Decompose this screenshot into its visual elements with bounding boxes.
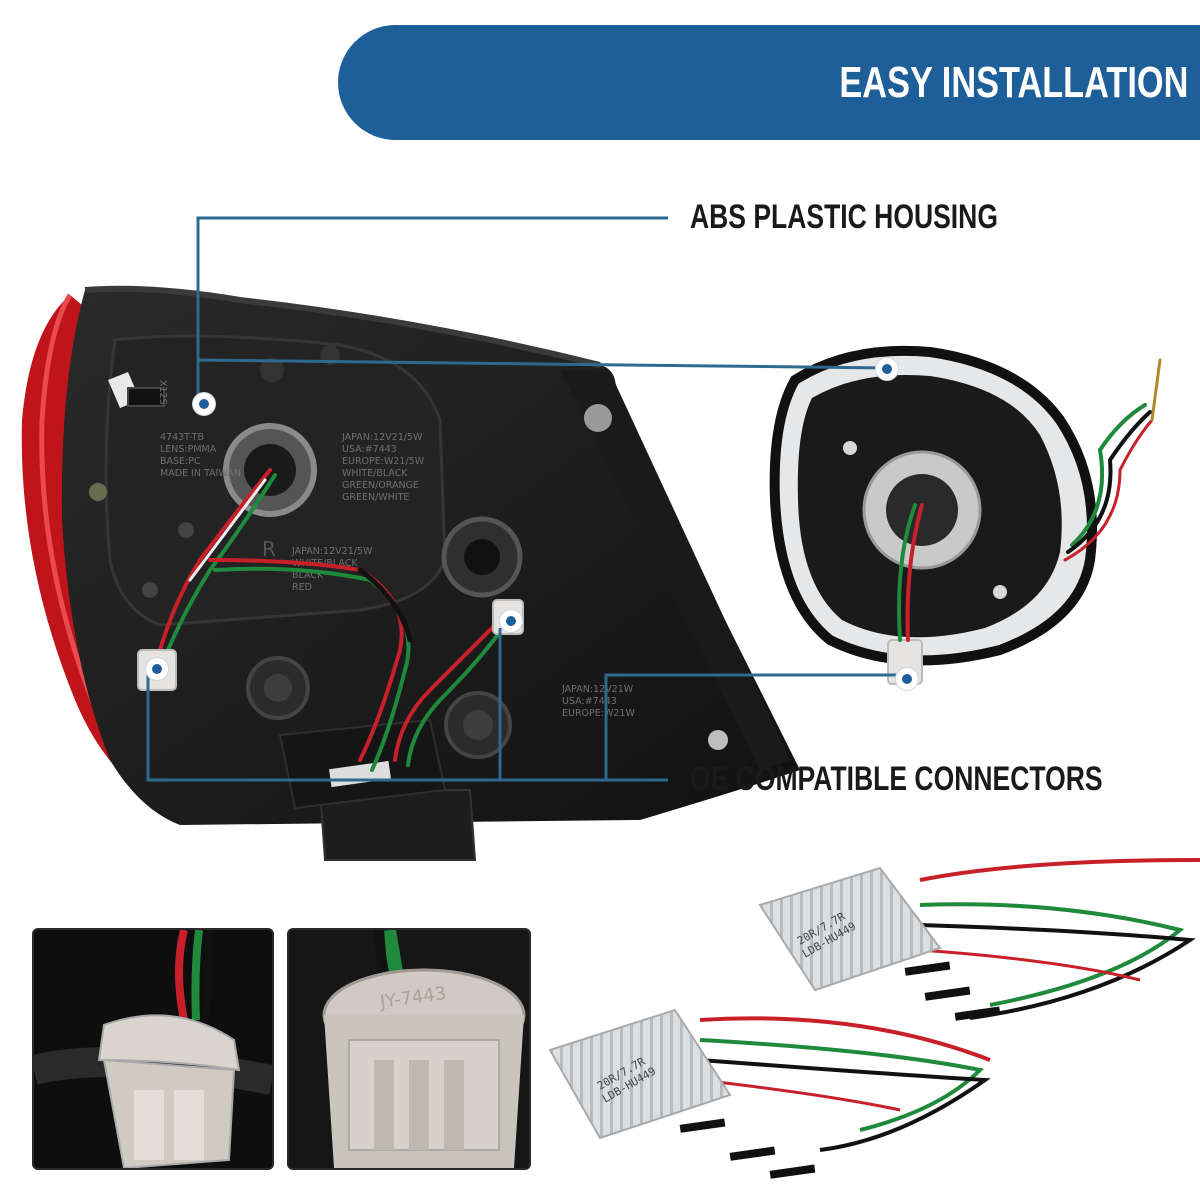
marking-block4-2: EUROPE:W21W (562, 708, 635, 719)
thumbnail-bulb-socket: JY-7443 (287, 928, 531, 1170)
callout-dot-icon (500, 610, 522, 632)
callout-lines (146, 216, 900, 782)
marking-block2-0: JAPAN:12V21/5W (341, 432, 423, 443)
thumbnail-bulb-socket-image: JY-7443 (289, 930, 529, 1168)
marking-block2-2: EUROPE:W21/5W (342, 456, 425, 467)
thumbnail-bulb-connector-image (34, 930, 272, 1168)
callout-dot-icon (876, 358, 898, 380)
callout-dot-icon (193, 393, 215, 415)
marking-block3-2: BLACK (292, 570, 324, 581)
marking-block4-1: USA:#7443 (562, 696, 617, 707)
callout-dot-icon (896, 668, 918, 690)
thumbnail-bulb-connector (32, 928, 274, 1170)
banner-title: EASY INSTALLATION (839, 58, 1188, 107)
marking-block1-2: BASE:PC (160, 456, 201, 467)
marking-block2-1: USA:#7443 (342, 444, 397, 455)
marking-block2-4: GREEN/ORANGE (342, 480, 419, 491)
back-plate (769, 345, 1097, 685)
callout-connectors: OE COMPATIBLE CONNECTORS (690, 760, 1103, 798)
callout-dot-icon (146, 658, 168, 680)
callout-housing: ABS PLASTIC HOUSING (690, 198, 998, 236)
header-banner: EASY INSTALLATION (338, 25, 1200, 140)
marking-block4-0: JAPAN:12V21W (561, 684, 634, 695)
marking-block1-0: 4743T-TB (160, 432, 204, 443)
marking-block3-3: RED (292, 582, 312, 593)
housing-wiring (158, 468, 507, 772)
marking-letter-r: R (262, 537, 276, 561)
back-plate-wiring (897, 358, 1162, 642)
resistor-upper: 20R/7.7R LDB-HU449 (758, 858, 1200, 1021)
marking-block3-0: JAPAN:12V21/5W (291, 546, 373, 557)
marking-block1-3: MADE IN TAIWAN (160, 468, 241, 479)
marking-block1-1: LENS:PMMA (160, 444, 217, 455)
marking-block2-5: GREEN/WHITE (342, 492, 409, 503)
marking-block2-3: WHITE/BLACK (342, 468, 408, 479)
resistor-lower: 20R/7.7R LDB-HU449 (548, 1008, 991, 1179)
tail-light-housing (21, 285, 800, 861)
marking-part-left: X12S (157, 380, 168, 405)
